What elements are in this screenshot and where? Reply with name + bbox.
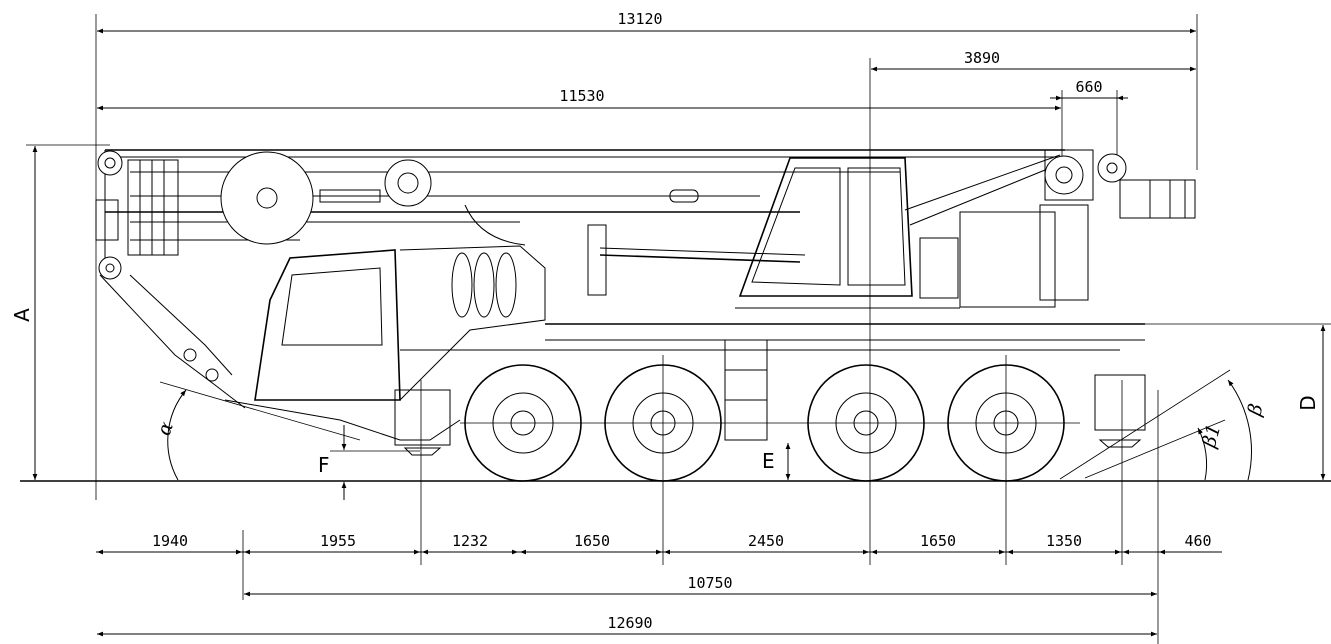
crane-body	[95, 149, 1196, 482]
crane-operator-cab	[735, 154, 1089, 309]
dim-text-total-length-bottom: 12690	[607, 614, 652, 632]
label-chassis-height-d: D	[1296, 395, 1320, 410]
dim-text-boom-length: 11530	[559, 87, 604, 105]
label-departure-angle: β	[1243, 401, 1267, 418]
chassis	[224, 323, 1146, 446]
dim-text-front-axle-spacing: 1955	[320, 532, 356, 550]
dim-text-cab-to-axle1: 1232	[452, 532, 488, 550]
label-approach-angle: α	[153, 419, 178, 439]
dim-text-boom-tip-to-rotation: 3890	[964, 49, 1000, 67]
label-ground-clearance-e: E	[762, 449, 775, 473]
dim-text-front-overhang: 1940	[152, 532, 188, 550]
dim-text-chassis-length: 10750	[687, 574, 732, 592]
dim-text-axle1-to-axle2: 1650	[574, 532, 610, 550]
carrier-cab	[254, 204, 546, 401]
label-height-a: A	[10, 308, 34, 322]
dim-text-overall-length: 13120	[617, 10, 662, 28]
dim-text-rear-end: 460	[1184, 532, 1211, 550]
boom	[95, 149, 1196, 409]
dim-text-rear-overhang-small: 660	[1075, 78, 1102, 96]
dim-text-axle3-to-axle4: 1650	[920, 532, 956, 550]
dim-text-axle4-to-outrigger: 1350	[1046, 532, 1082, 550]
label-departure-angle-1: β1	[1198, 422, 1225, 451]
dim-text-axle2-to-axle3: 2450	[748, 532, 784, 550]
label-ground-clearance-f: F	[318, 453, 330, 477]
